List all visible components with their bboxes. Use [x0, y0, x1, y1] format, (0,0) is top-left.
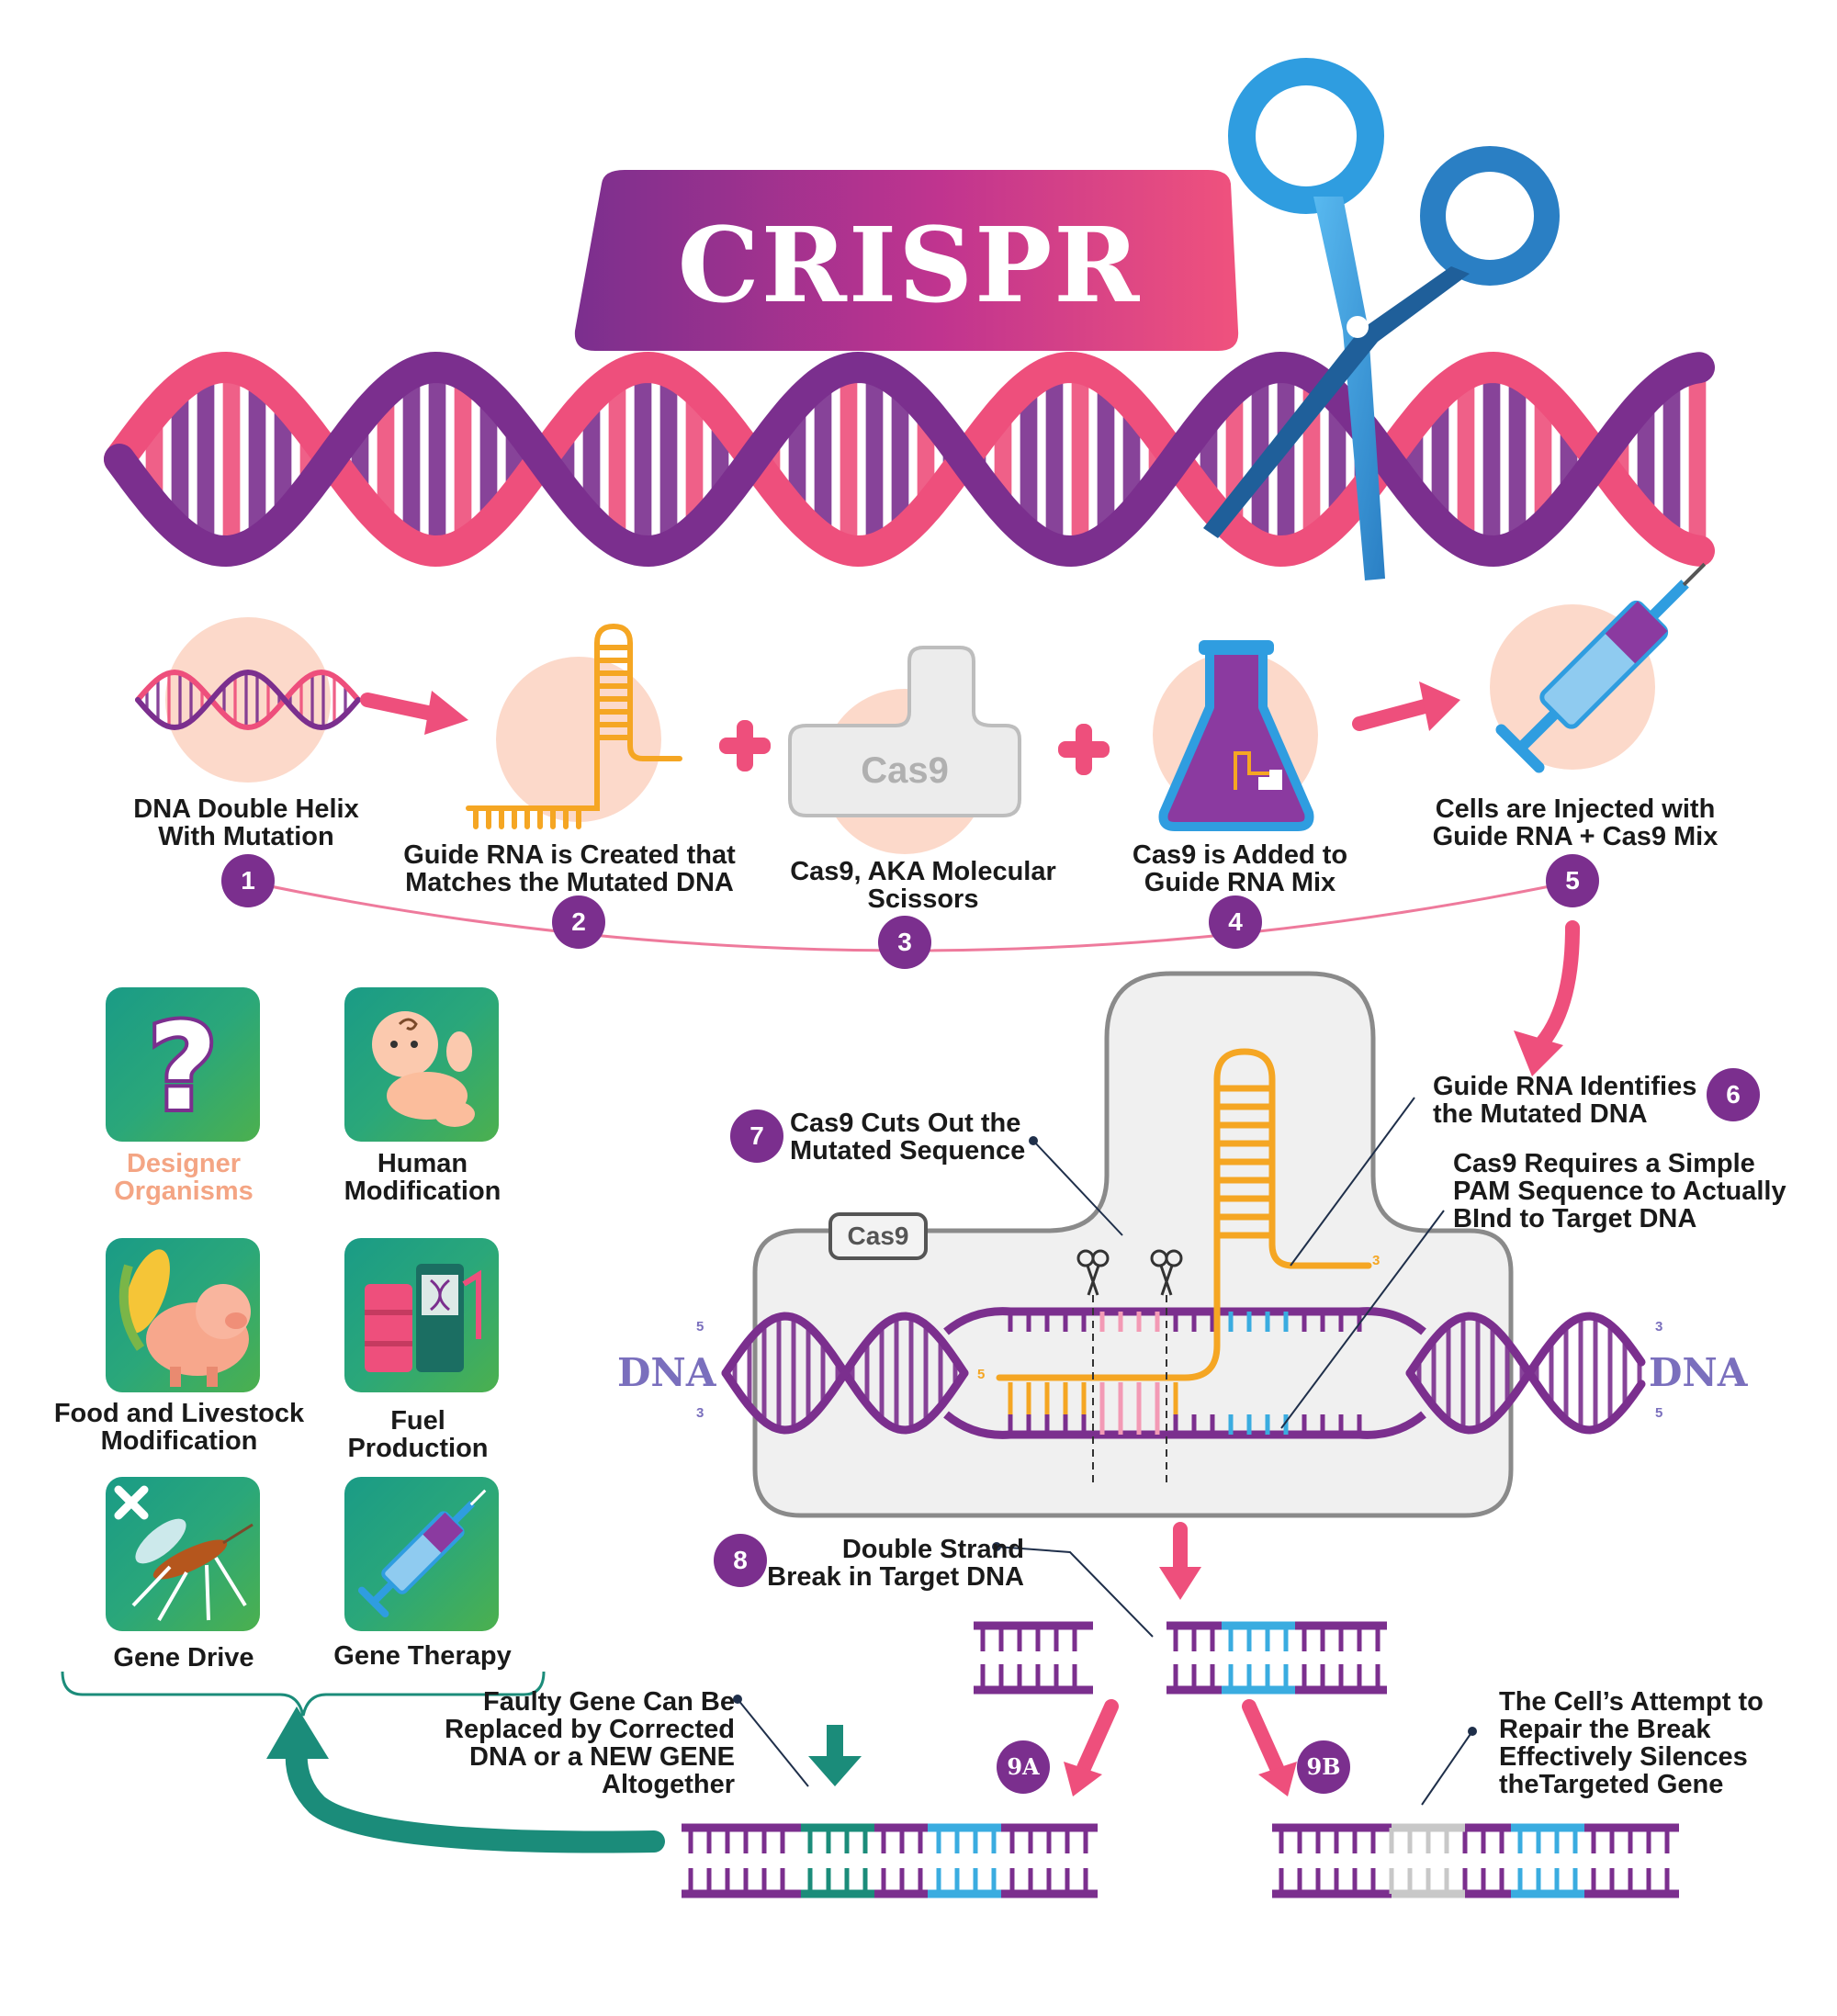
- pam-label: Cas9 Requires a Simple PAM Sequence to A…: [1453, 1149, 1786, 1233]
- end-label: 3: [1655, 1319, 1663, 1335]
- dna-right-label: DNA: [1649, 1350, 1748, 1395]
- step7-label: Cas9 Cuts Out the Mutated Sequence: [790, 1109, 1026, 1166]
- cas9-tag: Cas9: [828, 1212, 928, 1260]
- step2-label: Guide RNA is Created that Matches the Mu…: [403, 840, 736, 897]
- step3-label: Cas9, AKA Molecular Scissors: [790, 857, 1056, 914]
- cut-scissors-icon: [1076, 1249, 1183, 1296]
- syringe-step5-icon: [1495, 562, 1707, 773]
- step4-label: Cas9 is Added to Guide RNA Mix: [1132, 840, 1348, 897]
- step3-badge: 3: [878, 916, 931, 969]
- gene-therapy-tile: [344, 1477, 499, 1631]
- end-label: 5: [696, 1319, 704, 1335]
- hero-dna-helix: [104, 351, 1715, 568]
- scissors-icon: [1203, 58, 1560, 580]
- plus-icon: [1058, 724, 1110, 775]
- designer-organisms-label: Designer Organisms: [114, 1149, 254, 1206]
- return-arrow: [285, 1739, 665, 1853]
- plus-icon: [719, 720, 771, 771]
- title-banner: [574, 170, 1239, 351]
- corn-pig-icon: [118, 1249, 251, 1387]
- fuel-barrels-icon: [365, 1264, 481, 1372]
- gene-therapy-label: Gene Therapy: [333, 1641, 512, 1671]
- end-label: 3: [696, 1405, 704, 1421]
- mechanism-guide-rna: [996, 1048, 1372, 1381]
- svg-text:?: ?: [148, 997, 217, 1137]
- step9a-label: Faulty Gene Can Be Replaced by Corrected…: [445, 1687, 735, 1799]
- mosquito-icon: [114, 1485, 254, 1621]
- arrow-step4-to-5: [1352, 698, 1436, 731]
- rna-end-label: 5: [977, 1367, 986, 1382]
- designer-organisms-tile: ?: [106, 987, 260, 1142]
- step1-label: DNA Double Helix With Mutation: [133, 794, 359, 851]
- hero-art: [104, 58, 1715, 580]
- arrow-step5-to-6: [1531, 920, 1580, 1054]
- step8-badge: 8: [714, 1534, 767, 1587]
- cas9-block-icon: Cas9: [788, 646, 1021, 817]
- baby-icon: [372, 1011, 475, 1127]
- fuel-production-tile: [344, 1238, 499, 1392]
- svg-text:Cas9: Cas9: [861, 750, 949, 791]
- step1-dna-icon: [135, 669, 361, 731]
- step9b-label: The Cell’s Attempt to Repair the Break E…: [1499, 1687, 1764, 1799]
- end-label: 5: [1655, 1405, 1663, 1421]
- page-title: CRISPR: [677, 206, 1142, 326]
- food-livestock-tile: [106, 1238, 260, 1392]
- step5-badge: 5: [1546, 854, 1599, 907]
- question-mark-icon: ?: [144, 994, 220, 1141]
- step1-badge: 1: [221, 854, 275, 907]
- gene-drive-tile: [106, 1477, 260, 1631]
- step5-label: Cells are Injected with Guide RNA + Cas9…: [1432, 794, 1719, 851]
- applications-bracket: [61, 1671, 546, 1717]
- human-modification-label: Human Modification: [344, 1149, 502, 1206]
- guide-rna-icon: [466, 623, 682, 829]
- step8-label: Double Strand Break in Target DNA: [767, 1535, 1024, 1592]
- step9a-badge: 9A: [997, 1740, 1050, 1794]
- rna-end-label: 3: [1372, 1253, 1381, 1268]
- dna-left-label: DNA: [617, 1350, 716, 1395]
- gene-drive-label: Gene Drive: [113, 1643, 254, 1672]
- food-livestock-label: Food and Livestock Modification: [53, 1399, 305, 1456]
- step2-badge: 2: [552, 895, 605, 949]
- step6-badge: 6: [1707, 1068, 1760, 1121]
- syringe-icon: [357, 1489, 487, 1618]
- double-strand-break-dna: [974, 1621, 1387, 1695]
- process-row-art: Cas9: [135, 562, 1707, 952]
- step4-badge: 4: [1209, 895, 1262, 949]
- target-dna-helix: [721, 1307, 1646, 1439]
- step6-label: Guide RNA Identifies the Mutated DNA: [1433, 1072, 1697, 1129]
- repaired-dna-strands: [682, 1823, 1679, 1898]
- flask-icon: [1158, 640, 1314, 831]
- cas9-protein-outline: [752, 971, 1514, 1518]
- arrow-step1-to-2: [360, 693, 444, 722]
- new-gene-insert: [808, 1725, 862, 1786]
- step7-badge: 7: [730, 1109, 783, 1163]
- fuel-production-label: Fuel Production: [347, 1406, 489, 1463]
- step9b-badge: 9B: [1297, 1740, 1350, 1794]
- human-modification-tile: [344, 987, 499, 1142]
